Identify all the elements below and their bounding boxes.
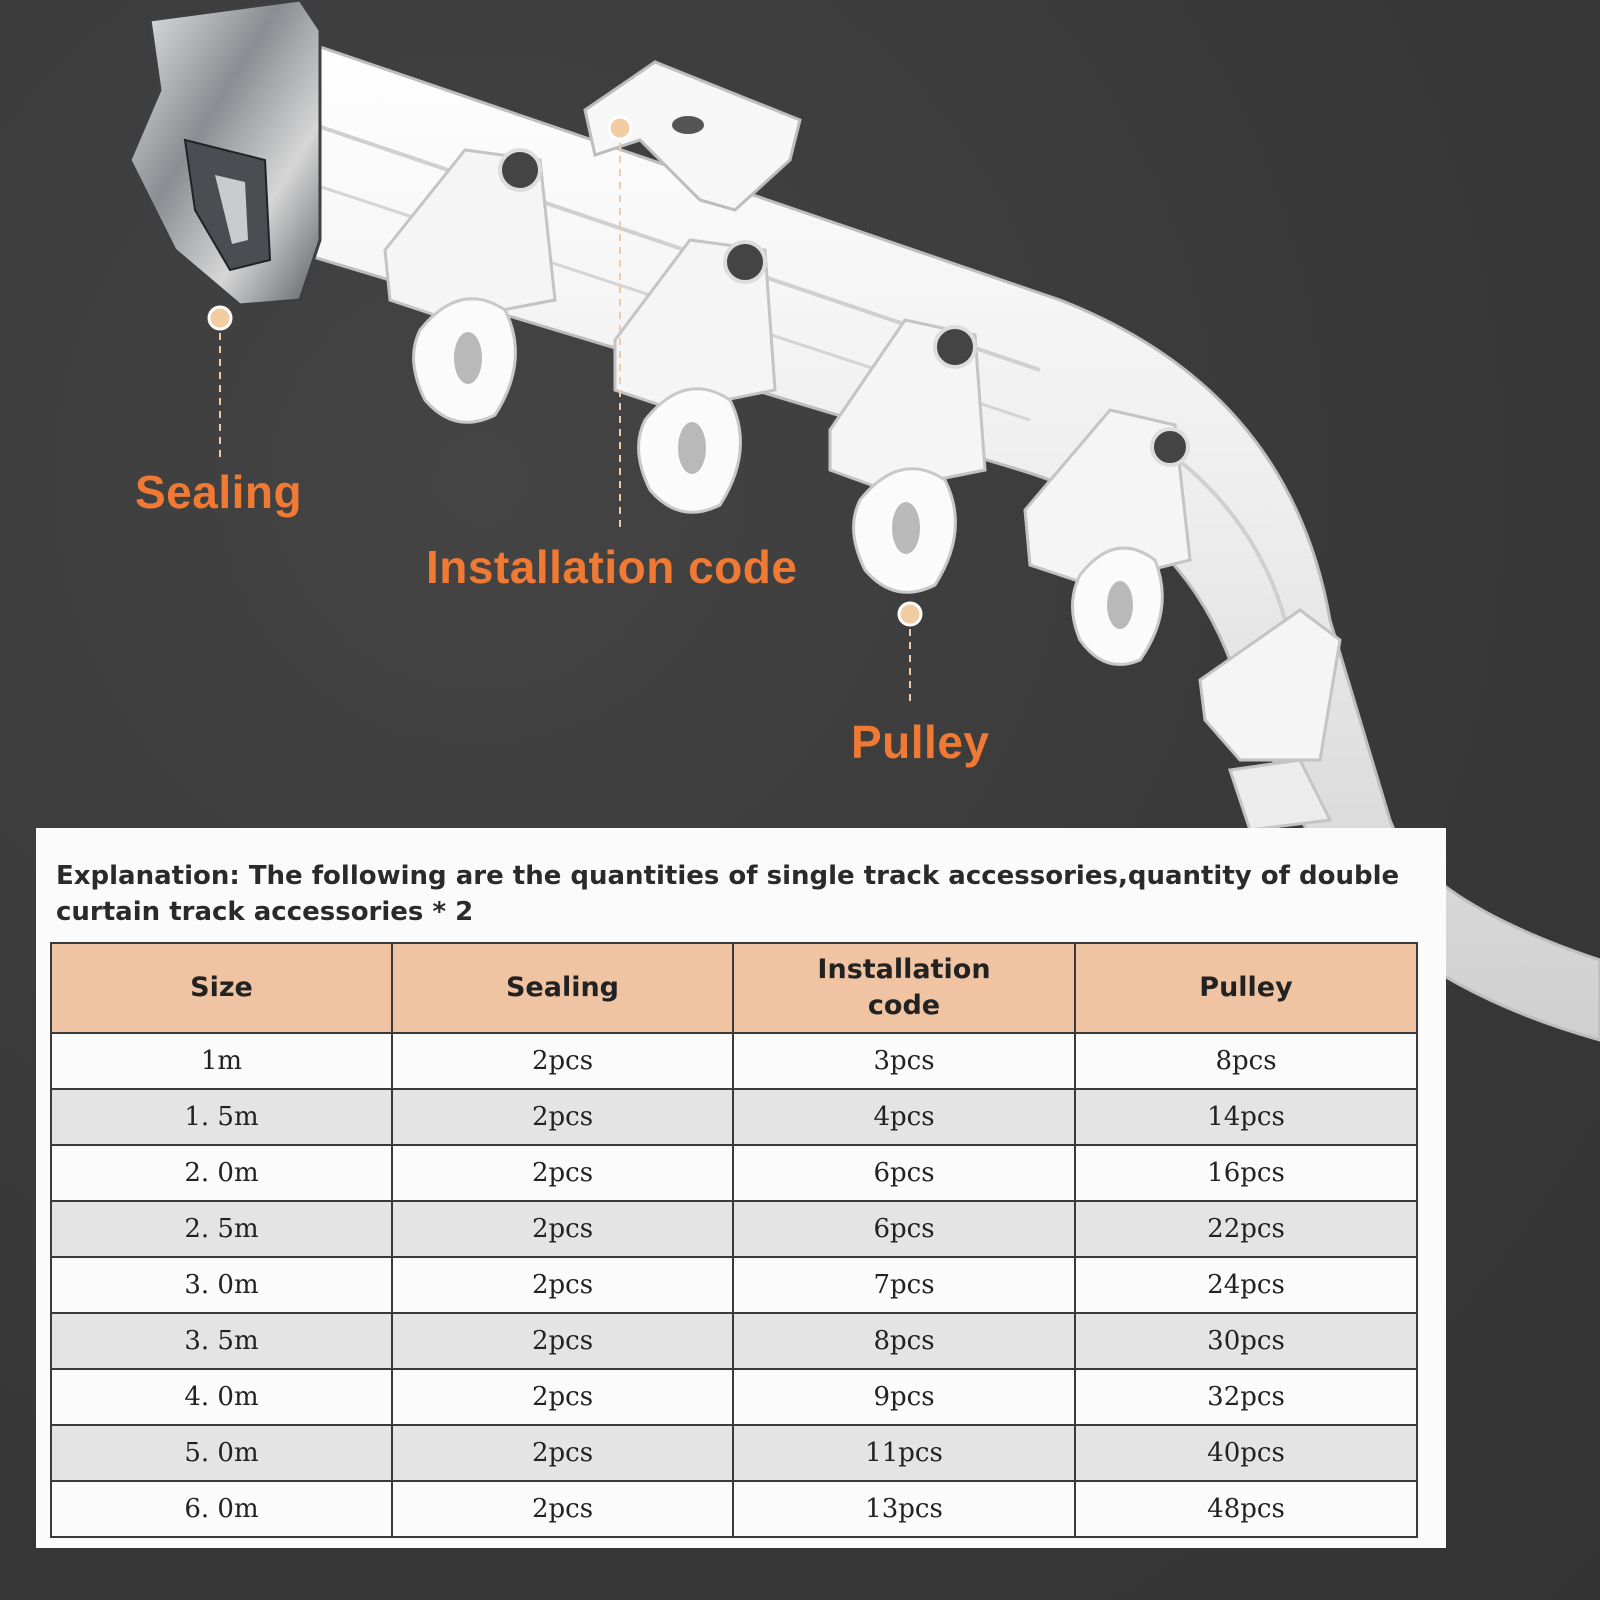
cell-sealing: 2pcs bbox=[391, 1368, 734, 1426]
cell-size: 5. 0m bbox=[50, 1424, 393, 1482]
table-row: 3. 5m 2pcs 8pcs 30pcs bbox=[50, 1312, 1418, 1370]
accessory-quantity-table: Size Sealing Installation code Pulley 1m… bbox=[50, 942, 1418, 1538]
cell-pulley: 8pcs bbox=[1074, 1032, 1418, 1090]
cell-installation-code: 3pcs bbox=[732, 1032, 1076, 1090]
cell-installation-code: 4pcs bbox=[732, 1088, 1076, 1146]
accessory-quantity-panel: Explanation: The following are the quant… bbox=[36, 828, 1446, 1548]
cell-installation-code: 9pcs bbox=[732, 1368, 1076, 1426]
cell-sealing: 2pcs bbox=[391, 1424, 734, 1482]
table-row: 2. 0m 2pcs 6pcs 16pcs bbox=[50, 1144, 1418, 1202]
cell-size: 1. 5m bbox=[50, 1088, 393, 1146]
pulley-runner bbox=[613, 238, 777, 514]
table-row: 6. 0m 2pcs 13pcs 48pcs bbox=[50, 1480, 1418, 1538]
cell-installation-code: 11pcs bbox=[732, 1424, 1076, 1482]
pulley-runner bbox=[1023, 408, 1192, 666]
cell-sealing: 2pcs bbox=[391, 1256, 734, 1314]
callout-label-pulley: Pulley bbox=[851, 716, 990, 768]
header-installation-code: Installation code bbox=[732, 942, 1076, 1034]
cell-installation-code: 7pcs bbox=[732, 1256, 1076, 1314]
header-pulley: Pulley bbox=[1074, 942, 1418, 1034]
cell-pulley: 22pcs bbox=[1074, 1200, 1418, 1258]
cell-size: 2. 5m bbox=[50, 1200, 393, 1258]
pulley-runner bbox=[1198, 608, 1342, 832]
table-row: 5. 0m 2pcs 11pcs 40pcs bbox=[50, 1424, 1418, 1482]
cell-installation-code: 8pcs bbox=[732, 1312, 1076, 1370]
cell-sealing: 2pcs bbox=[391, 1200, 734, 1258]
cell-sealing: 2pcs bbox=[391, 1032, 734, 1090]
installation-bracket bbox=[583, 60, 802, 212]
cell-sealing: 2pcs bbox=[391, 1480, 734, 1538]
cell-sealing: 2pcs bbox=[391, 1312, 734, 1370]
cell-pulley: 32pcs bbox=[1074, 1368, 1418, 1426]
header-sealing: Sealing bbox=[391, 942, 734, 1034]
cell-pulley: 16pcs bbox=[1074, 1144, 1418, 1202]
cell-size: 4. 0m bbox=[50, 1368, 393, 1426]
pulley-runners bbox=[383, 148, 1342, 832]
callout-sealing-marker bbox=[207, 305, 233, 460]
cell-size: 1m bbox=[50, 1032, 393, 1090]
cell-size: 2. 0m bbox=[50, 1144, 393, 1202]
table-row: 4. 0m 2pcs 9pcs 32pcs bbox=[50, 1368, 1418, 1426]
pulley-runner bbox=[383, 148, 557, 424]
cell-size: 3. 5m bbox=[50, 1312, 393, 1370]
cell-size: 6. 0m bbox=[50, 1480, 393, 1538]
cell-installation-code: 6pcs bbox=[732, 1200, 1076, 1258]
cell-pulley: 14pcs bbox=[1074, 1088, 1418, 1146]
cell-installation-code: 6pcs bbox=[732, 1144, 1076, 1202]
callout-pulley-marker bbox=[897, 601, 923, 705]
table-row: 3. 0m 2pcs 7pcs 24pcs bbox=[50, 1256, 1418, 1314]
cell-installation-code: 13pcs bbox=[732, 1480, 1076, 1538]
header-size: Size bbox=[50, 942, 393, 1034]
cell-pulley: 48pcs bbox=[1074, 1480, 1418, 1538]
cell-pulley: 30pcs bbox=[1074, 1312, 1418, 1370]
pulley-runner bbox=[828, 318, 987, 594]
callout-installation-marker bbox=[607, 115, 633, 530]
callout-label-sealing: Sealing bbox=[135, 466, 303, 518]
cell-sealing: 2pcs bbox=[391, 1088, 734, 1146]
sealing-end-cap bbox=[128, 0, 322, 307]
table-row: 1. 5m 2pcs 4pcs 14pcs bbox=[50, 1088, 1418, 1146]
cell-pulley: 24pcs bbox=[1074, 1256, 1418, 1314]
cell-sealing: 2pcs bbox=[391, 1144, 734, 1202]
cell-size: 3. 0m bbox=[50, 1256, 393, 1314]
table-row: 2. 5m 2pcs 6pcs 22pcs bbox=[50, 1200, 1418, 1258]
callout-label-installation-code: Installation code bbox=[426, 541, 798, 593]
table-row: 1m 2pcs 3pcs 8pcs bbox=[50, 1032, 1418, 1090]
explanation-note: Explanation: The following are the quant… bbox=[56, 861, 1400, 927]
cell-pulley: 40pcs bbox=[1074, 1424, 1418, 1482]
table-header-row: Size Sealing Installation code Pulley bbox=[50, 942, 1418, 1034]
